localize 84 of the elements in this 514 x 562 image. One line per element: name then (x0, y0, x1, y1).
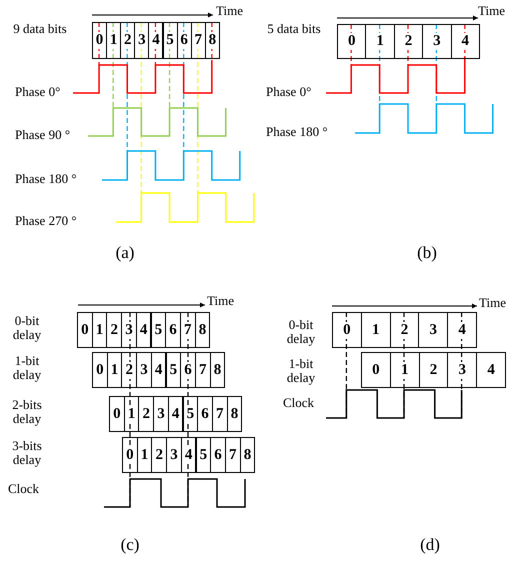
bit-cell: 5 (150, 312, 166, 348)
bit-cell: 8 (194, 312, 210, 348)
signal-label: Phase 90 ° (15, 128, 72, 142)
bit-cell: 2 (394, 24, 424, 59)
bit-cell: 0 (337, 24, 366, 59)
bit-cell: 7 (212, 396, 228, 432)
bit-cell: 8 (240, 437, 256, 473)
bit-cell: 3 (422, 24, 452, 59)
bit-cell: 0 (109, 396, 125, 432)
bit-cell: 5 (196, 437, 212, 473)
axis-label: Time (478, 4, 506, 18)
bit-cell: 6 (165, 312, 181, 348)
signal-label: Phase 0° (15, 85, 62, 99)
bit-cell: 0 (361, 352, 391, 388)
bit-cell: 0 (92, 22, 108, 59)
bit-cell: 6 (180, 352, 196, 388)
bit-cell: 6 (210, 437, 226, 473)
bit-cell: 0 (77, 312, 93, 348)
signal-label: Phase 0° (266, 85, 312, 99)
bit-cell: 5 (166, 352, 182, 388)
bit-cell: 3 (166, 437, 182, 473)
panel-label: (a) (114, 243, 136, 262)
signal-label: Clock (8, 482, 40, 496)
axis-label: Time (207, 294, 235, 308)
bit-cell: 1 (124, 396, 140, 432)
row-label: 9 data bits (12, 22, 68, 36)
bit-cell: 8 (210, 352, 226, 388)
bit-cell: 4 (476, 352, 506, 388)
bit-cell: 2 (151, 437, 168, 473)
bit-cell: 8 (226, 396, 242, 432)
bit-cell: 4 (150, 352, 166, 388)
bit-cell: 3 (134, 22, 150, 59)
bit-cell: 1 (106, 22, 122, 59)
bit-cell: 6 (176, 22, 192, 59)
bit-cell: 3 (447, 352, 478, 388)
bit-cell: 4 (450, 24, 480, 59)
row-label: 1-bit delay (12, 354, 42, 382)
bit-cell: 1 (106, 352, 122, 388)
bit-cell: 2 (121, 352, 138, 388)
bit-cell: 4 (136, 312, 152, 348)
row-label: 0-bit delay (286, 318, 316, 346)
bit-cell: 8 (204, 22, 220, 59)
bit-cell: 2 (120, 22, 136, 59)
bit-cell: 1 (136, 437, 152, 473)
bit-cell: 7 (190, 22, 206, 59)
bit-cell: 3 (418, 312, 448, 348)
bit-cell: 3 (153, 396, 169, 432)
bit-cell: 5 (162, 22, 178, 59)
row-label: 1-bit delay (286, 357, 316, 385)
bit-cell: 1 (360, 312, 391, 348)
row-label: 2-bits delay (11, 398, 43, 426)
bit-cell: 5 (182, 396, 198, 432)
bit-cell: 2 (418, 352, 448, 388)
signal-label: Clock (283, 396, 316, 410)
panel-label: (b) (416, 243, 438, 262)
bit-cell: 6 (197, 396, 213, 432)
row-label: 0-bit delay (12, 314, 42, 342)
bit-cell: 4 (447, 312, 477, 348)
bit-cell: 4 (148, 22, 164, 59)
bit-cell: 0 (92, 352, 108, 388)
axis-label: Time (479, 296, 507, 310)
bit-cell: 7 (180, 312, 196, 348)
bit-cell: 3 (121, 312, 137, 348)
row-label: 5 data bits (266, 22, 322, 36)
row-label: 3-bits delay (11, 439, 43, 467)
bit-cell: 1 (390, 352, 420, 388)
panel-label: (d) (419, 535, 441, 554)
signal-label: Phase 180 ° (15, 172, 78, 186)
bit-cell: 4 (180, 437, 196, 473)
axis-label: Time (216, 4, 244, 18)
bit-cell: 0 (122, 437, 138, 473)
bit-cell: 2 (106, 312, 122, 348)
bit-cell: 2 (138, 396, 154, 432)
signal-label: Phase 180 ° (266, 125, 329, 139)
bit-cell: 7 (224, 437, 241, 473)
bit-cell: 0 (332, 312, 362, 348)
bit-cell: 1 (92, 312, 108, 348)
bit-cell: 7 (194, 352, 211, 388)
bit-cell: 4 (168, 396, 184, 432)
bit-cell: 3 (136, 352, 152, 388)
bit-cell: 1 (365, 24, 395, 59)
signal-label: Phase 270 ° (15, 214, 78, 228)
panel-label: (c) (120, 535, 140, 554)
bit-cell: 2 (390, 312, 420, 348)
